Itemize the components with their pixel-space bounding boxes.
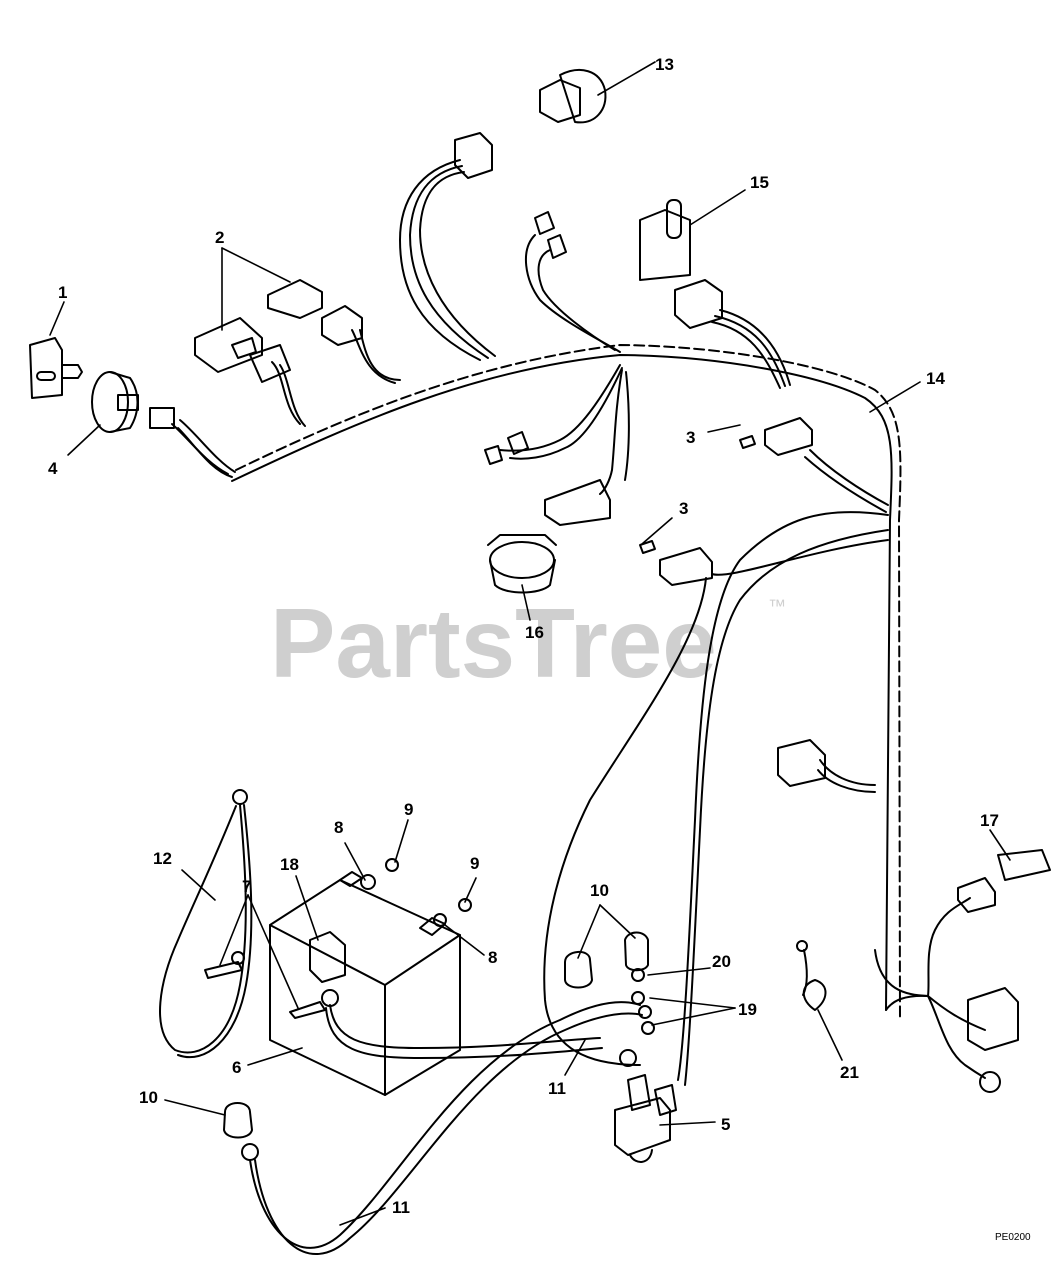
key-switch-part: [91, 371, 175, 433]
callout-4: 4: [48, 459, 58, 478]
callout-9a: 9: [404, 800, 413, 819]
callout-6: 6: [232, 1058, 241, 1077]
callout-12: 12: [153, 849, 172, 868]
watermark: PartsTree: [270, 588, 717, 698]
watermark-tm: ™: [768, 596, 786, 616]
callout-labels: 1 2 3 3 4 5 6 7 8 8 9 9 10 10 11 11 12 1…: [48, 55, 999, 1217]
top-connector: [454, 132, 493, 179]
callout-1: 1: [58, 283, 67, 302]
cable-part-12: [159, 789, 253, 1059]
callout-17: 17: [980, 811, 999, 830]
connector-part-17: [957, 849, 1051, 1093]
callout-10a: 10: [590, 881, 609, 900]
callout-15: 15: [750, 173, 769, 192]
callout-21: 21: [840, 1063, 859, 1082]
relay-parts: [194, 279, 363, 383]
battery-part: [269, 871, 461, 1096]
callout-8b: 8: [488, 948, 497, 967]
solenoid-part: [614, 1074, 677, 1163]
clamp-part-21: [796, 940, 827, 1011]
callout-11a: 11: [548, 1079, 566, 1098]
callout-13: 13: [655, 55, 674, 74]
callout-16: 16: [525, 623, 544, 642]
callout-18: 18: [280, 855, 299, 874]
switch-part-15: [639, 199, 723, 329]
callout-7: 7: [242, 877, 251, 896]
key-part: [29, 337, 83, 399]
reference-code: PE0200: [995, 1232, 1031, 1243]
callout-2: 2: [215, 228, 224, 247]
callout-10b: 10: [139, 1088, 158, 1107]
callout-3a: 3: [686, 428, 695, 447]
callout-20: 20: [712, 952, 731, 971]
callout-14: 14: [926, 369, 945, 388]
main-harness: [231, 344, 929, 1021]
alarm-part-16: [487, 534, 557, 594]
leader-lines: [49, 61, 1011, 1226]
callout-11b: 11: [392, 1198, 410, 1217]
callout-8a: 8: [334, 818, 343, 837]
callout-19: 19: [738, 1000, 757, 1019]
switch-part-13: [539, 69, 607, 124]
callout-5: 5: [721, 1115, 730, 1134]
callout-3b: 3: [679, 499, 688, 518]
callout-9b: 9: [470, 854, 479, 873]
